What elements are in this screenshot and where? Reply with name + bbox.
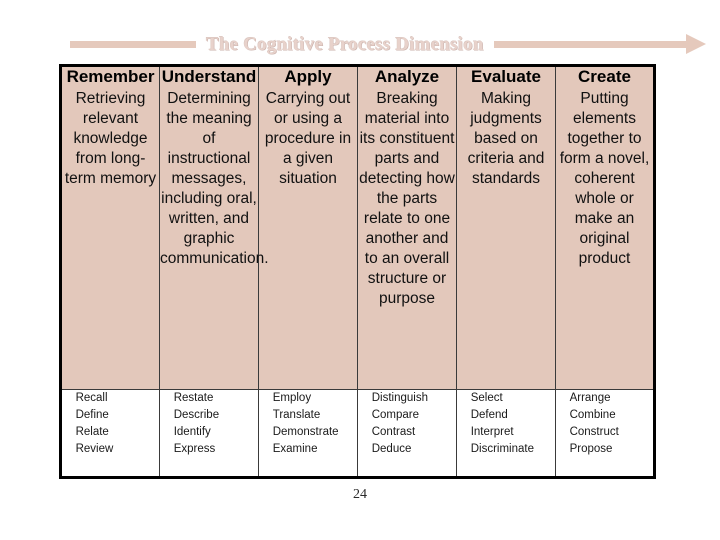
column-header-understand: Understand [159,65,259,89]
column-header-analyze: Analyze [357,65,457,89]
column-header-create: Create [555,65,655,89]
verb-item: Interpret [470,426,514,439]
verb-item: Define [75,409,109,422]
verb-item: Compare [371,409,420,422]
page-number: 24 [353,487,367,502]
verb-item: Construct [569,426,619,439]
banner: The Cognitive Process Dimension [0,30,720,58]
table-description-row: Retrieving relevant knowledge from long-… [60,89,655,390]
verb-item: Propose [569,443,613,456]
description-remember: Retrieving relevant knowledge from long-… [60,89,160,390]
verb-item: Defend [470,409,508,422]
description-understand: Determining the meaning of instructional… [159,89,269,390]
verb-item: Restate [173,392,214,404]
column-header-evaluate: Evaluate [456,65,556,89]
verb-item: Contrast [371,426,416,439]
verb-item: Demonstrate [272,426,339,439]
verb-item: Combine [569,409,616,422]
banner-rule-left [70,40,196,48]
page-title: The Cognitive Process Dimension [206,33,484,55]
banner-arrow [493,34,706,54]
right-arrow-icon [686,34,706,54]
description-analyze: Breaking material into its constituent p… [357,89,457,390]
verb-item: Select [470,392,503,404]
verb-item: Distinguish [371,392,428,404]
verb-item: Arrange [569,392,611,404]
description-create: Putting elements together to form a nove… [555,89,655,390]
verb-item: Recall [75,392,108,404]
table-header-row: Remember Understand Apply Analyze Evalua… [60,65,655,89]
description-apply: Carrying out or using a procedure in a g… [258,89,358,390]
verb-item: Examine [272,443,318,456]
verb-item: Review [75,443,114,456]
verb-item: Discriminate [470,443,534,456]
column-header-remember: Remember [60,65,160,89]
banner-rule-right [493,40,686,48]
column-header-apply: Apply [258,65,358,89]
cognitive-process-table: Remember Understand Apply Analyze Evalua… [59,64,656,479]
verb-item: Translate [272,409,321,422]
verb-item: Deduce [371,443,412,456]
verb-item: Describe [173,409,220,422]
verb-item: Employ [272,392,312,404]
verb-item: Express [173,443,216,456]
verb-item: Relate [75,426,109,439]
verb-item: Identify [173,426,211,439]
description-evaluate: Making judgments based on criteria and s… [456,89,556,390]
